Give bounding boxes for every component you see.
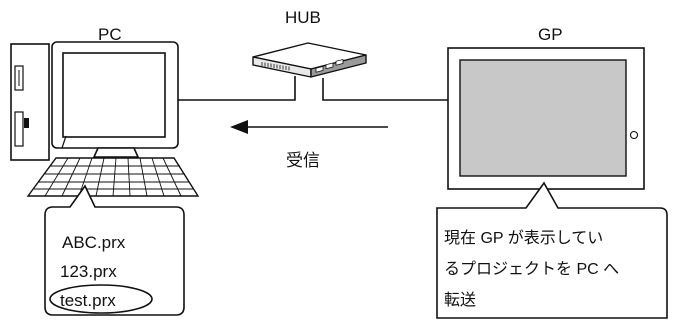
- gp-label: GP: [538, 25, 563, 44]
- pc-callout: [44, 184, 185, 316]
- pc-file-test: test.prx: [60, 291, 116, 310]
- network-cables: [175, 76, 448, 101]
- gp-callout: [436, 181, 668, 319]
- hub-label: HUB: [285, 8, 321, 27]
- pc-keyboard: [26, 157, 200, 197]
- pc-file-123: 123.prx: [60, 262, 117, 281]
- gp-caption-line-3: 転送: [444, 291, 476, 309]
- highlight-ellipse: [49, 284, 153, 314]
- gp-device: [447, 47, 645, 190]
- gp-caption-line-1: 現在 GP が表示してい: [444, 229, 603, 247]
- pc-file-abc: ABC.prx: [62, 233, 126, 252]
- cable-gp-hub: [322, 78, 448, 101]
- pc-monitor: [51, 41, 179, 158]
- transfer-arrow: [230, 120, 388, 134]
- pc-tower: [10, 43, 50, 161]
- gp-caption-line-2: るプロジェクトを PC へ: [444, 260, 619, 278]
- cable-pc-hub: [175, 76, 296, 101]
- hub-device: [252, 42, 367, 78]
- pc-label: PC: [98, 25, 122, 44]
- receive-label: 受信: [286, 151, 320, 170]
